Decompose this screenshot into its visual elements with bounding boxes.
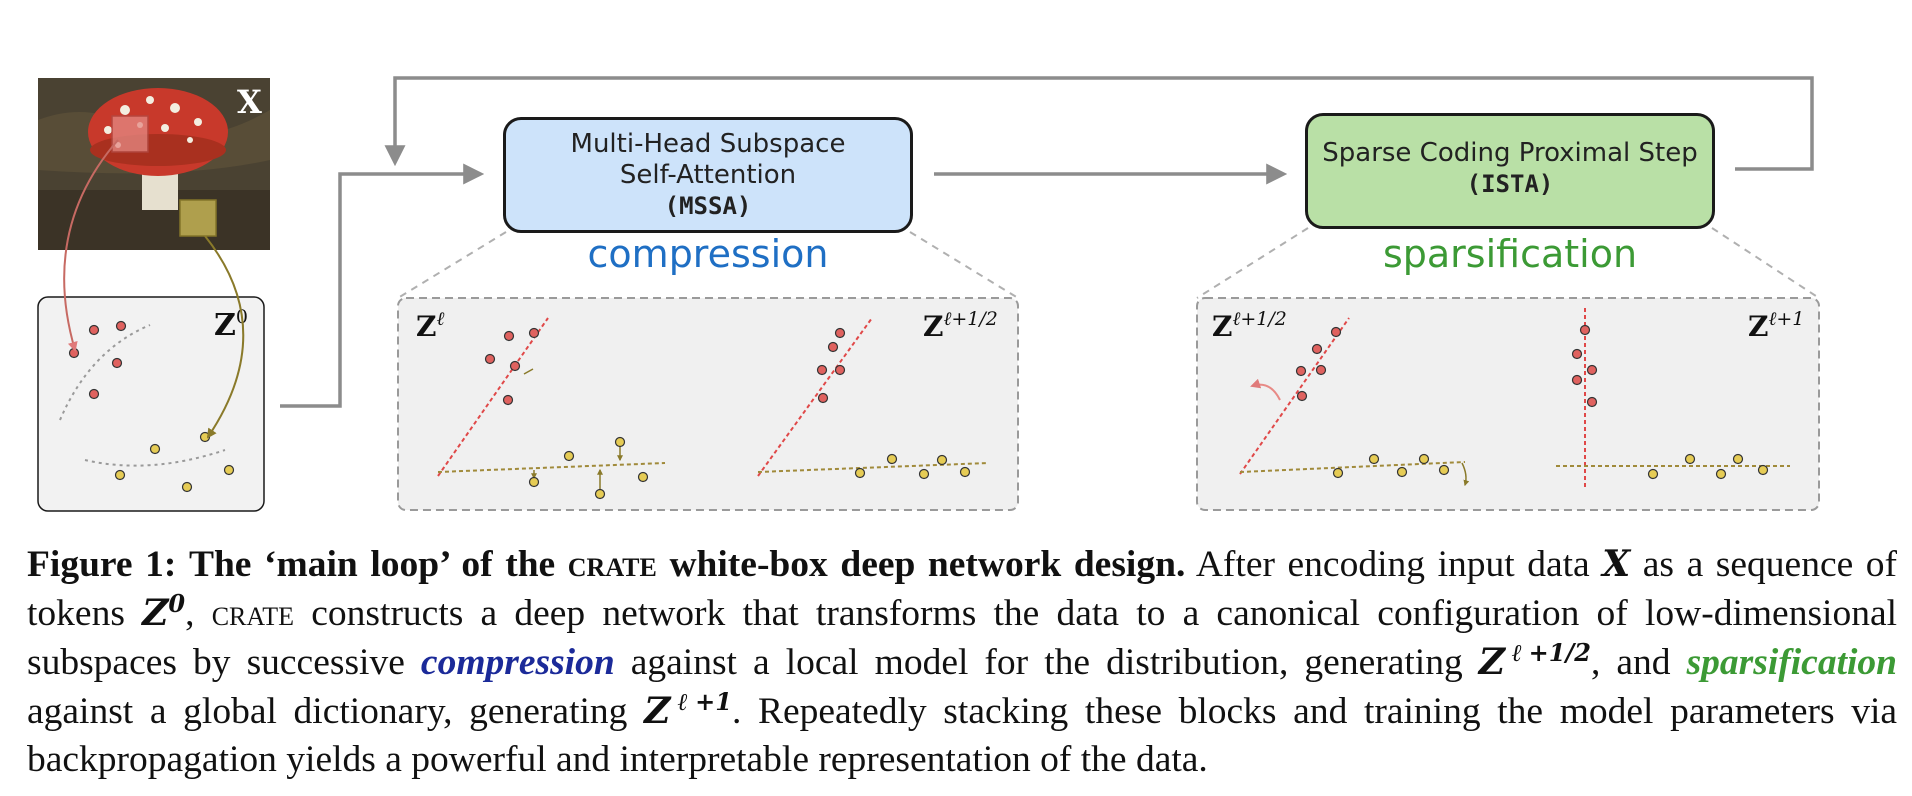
svg-text:Zℓ+1: Zℓ+1	[1748, 308, 1804, 343]
mssa-code: (MSSA)	[664, 192, 752, 220]
ista-block: Sparse Coding Proximal Step (ISTA)	[1305, 113, 1715, 229]
caption-text-1: After encoding input data	[1195, 544, 1590, 585]
caption-fig-label: Figure 1:	[27, 544, 177, 585]
caption-crate-2: crate	[211, 593, 295, 634]
yellow-patch	[179, 199, 217, 237]
caption-math-znext: Zℓ+1	[644, 687, 732, 733]
ista-panel: Zℓ+1/2 Zℓ+1	[1196, 297, 1820, 511]
caption-text-8: . Repeatedly stacking these blocks and t…	[27, 691, 1898, 780]
caption-text-5: against a local model for the distributi…	[630, 642, 1463, 683]
caption-math-zhalf: Zℓ+1/2	[1478, 638, 1591, 684]
mssa-title-line1: Multi-Head Subspace	[570, 129, 846, 159]
caption-text-2: as a sequence of tokens	[27, 544, 1898, 634]
caption-text-7: against a global dictionary, generating	[27, 691, 628, 732]
caption-text-4: constructs a deep network that transform…	[27, 593, 1898, 683]
ista-code: (ISTA)	[1466, 170, 1554, 198]
caption-text-6: , and	[1590, 642, 1671, 683]
caption-keyword-compression: compression	[420, 642, 615, 683]
flow-arrows	[280, 76, 1814, 408]
ista-title-line1: Sparse Coding Proximal Step	[1322, 138, 1698, 168]
figure-svg: X Z0	[37, 76, 1820, 512]
input-image: X	[38, 78, 270, 250]
mssa-block: Multi-Head Subspace Self-Attention (MSSA…	[503, 117, 913, 233]
caption-math-x: X	[1602, 543, 1631, 585]
input-x-label: X	[237, 83, 262, 121]
figure-diagram: X Z0	[37, 76, 1820, 512]
compression-label: compression	[587, 232, 829, 276]
figure-caption: Figure 1: The ‘main loop’ of the crate w…	[27, 540, 1897, 784]
caption-title-crate: crate	[567, 544, 657, 585]
caption-text-3: ,	[185, 593, 195, 634]
red-patch	[111, 115, 149, 153]
caption-math-z0: Z0	[142, 589, 186, 635]
z0-panel: Z0	[37, 139, 265, 512]
z0-red-points	[68, 320, 127, 400]
mssa-panel: Zℓ Zℓ+1/2	[397, 297, 1019, 511]
svg-text:Zℓ+1/2: Zℓ+1/2	[923, 308, 998, 343]
caption-keyword-sparsification: sparsification	[1686, 642, 1898, 683]
sparsification-label: sparsification	[1382, 232, 1638, 276]
svg-text:Zℓ: Zℓ	[416, 308, 444, 343]
zoom-connectors	[397, 227, 1820, 299]
caption-title-b: white-box deep network design.	[669, 544, 1186, 585]
svg-text:Zℓ+1/2: Zℓ+1/2	[1212, 308, 1287, 343]
caption-title-a: The ‘main loop’ of the	[188, 544, 556, 585]
mssa-title-line2: Self-Attention	[619, 160, 797, 190]
